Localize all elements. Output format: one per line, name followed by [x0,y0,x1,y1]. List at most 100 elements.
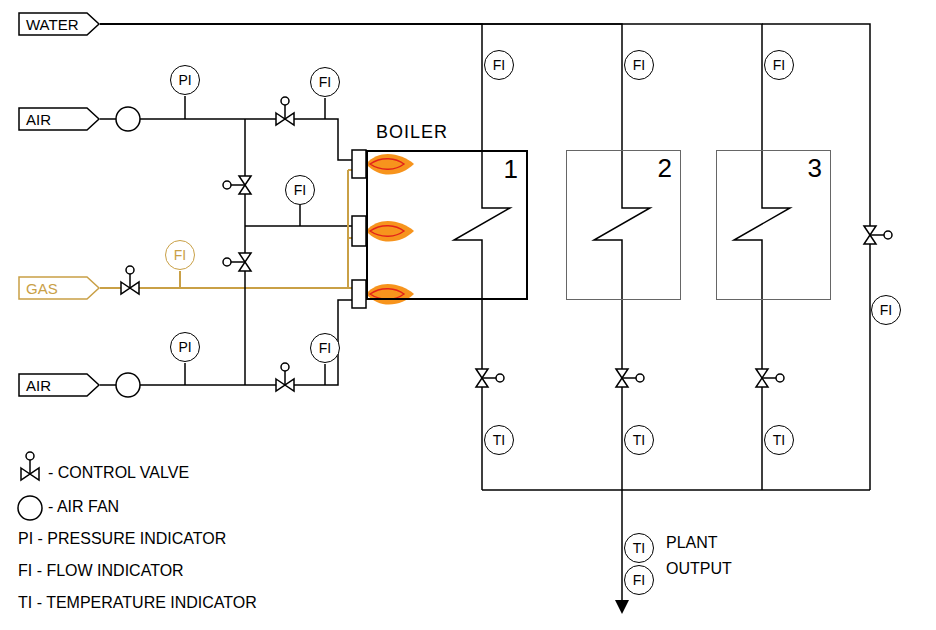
burner [352,150,366,178]
pipe-connector [100,287,366,289]
pipe-connector [100,24,622,150]
legend-valve-symbol [21,452,39,480]
output-label: PLANT OUTPUT [666,530,750,581]
instrument-stub [179,271,181,288]
instrument-code: TI [633,432,645,448]
boiler-box: 2 [566,150,681,300]
burner [352,216,366,246]
instrument-code: PI [178,72,191,88]
instrument-code: TI [773,432,785,448]
instrument-stub [324,364,326,385]
instrument-code: FI [633,57,645,73]
instrument-code: FI [880,302,892,318]
instrument-code: TI [493,432,505,448]
boiler-heading: BOILER [376,122,448,143]
instrument-bubble: TI [624,425,654,455]
instrument-code: FI [319,74,331,90]
burners [352,150,366,308]
burner [352,280,366,308]
gas-manifold [180,170,352,288]
boiler-coil [454,150,510,490]
control-valve [121,266,139,294]
instrument-stub [324,98,326,119]
instrument-code: FI [773,57,785,73]
air-cross-pipe [244,119,246,385]
tag-text: GAS [26,280,58,297]
tag-shape [19,277,99,299]
boiler-box: BOILER1 [366,150,528,300]
instrument-bubble: FI [484,50,514,80]
flame-core [370,289,404,300]
line-tag: AIR [18,373,100,397]
boiler-number: 2 [658,155,672,181]
pipes [185,24,870,602]
instrument-bubble: TI [624,533,654,563]
boiler-coil [594,150,650,490]
flame [366,154,414,174]
instrument-bubble: PI [170,332,200,362]
flame [366,221,414,241]
boiler-box: 3 [716,150,831,300]
line-tag: AIR [18,107,100,131]
control-valve [276,363,294,391]
tag-text: WATER [26,16,79,33]
control-valve [476,369,504,387]
instrument-code: FI [174,247,186,263]
flames [366,154,414,304]
instrument-bubble: FI [764,50,794,80]
water-bypass-pipe [762,24,870,490]
output-pipe [621,490,623,602]
instrument-bubble: FI [624,50,654,80]
legend-fan-symbol [18,496,42,520]
legend-text: PI - PRESSURE INDICATOR [18,530,226,548]
line-tag: GAS [18,276,100,300]
instrument-code: FI [493,57,505,73]
control-valve [223,253,251,271]
instrument-stub [184,96,186,119]
instrument-code: TI [633,540,645,556]
instrument-bubble: TI [484,425,514,455]
legend-text: - CONTROL VALVE [48,464,189,482]
tag-text: AIR [26,111,51,128]
instrument-bubble: FI [871,295,901,325]
instrument-bubble: TI [764,425,794,455]
pipe-connector [100,119,366,160]
control-valve [756,369,784,387]
control-valve [276,97,294,125]
tag-text: AIR [26,377,51,394]
air-fan [116,373,140,397]
output-arrowhead [615,600,629,614]
instrument-bubble: FI [310,67,340,97]
instrument-code: FI [294,182,306,198]
gas-pipe [347,170,349,288]
pipe-connector [100,300,366,385]
boiler-number: 3 [808,155,822,181]
instrument-bubble: PI [170,65,200,95]
instrument-bubble: FI [285,175,315,205]
flame-core [370,226,404,237]
legend-text: - AIR FAN [48,498,119,516]
tag-shape [19,374,99,396]
instrument-stub [299,205,301,226]
instrument-code: FI [319,340,331,356]
control-valve [616,369,644,387]
control-valve-symbol [223,253,251,271]
tag-shape [19,108,99,130]
instrument-bubble: FI [165,240,195,270]
pipe-connector [100,24,762,150]
legend-text: FI - FLOW INDICATOR [18,562,184,580]
pipe-connector [100,24,482,150]
boiler-coil [734,150,790,490]
instrument-stub [184,363,186,385]
control-valve [223,176,251,194]
air-middle-pipe [245,225,352,227]
tag-shape [19,13,99,35]
boiler-number: 1 [504,156,518,182]
legend-text: TI - TEMPERATURE INDICATOR [18,594,257,612]
instrument-bubble: FI [624,565,654,595]
flame [366,284,414,304]
line-tag: WATER [18,12,100,36]
air-fan [116,107,140,131]
control-valve-symbol [223,176,251,194]
instrument-code: FI [633,572,645,588]
